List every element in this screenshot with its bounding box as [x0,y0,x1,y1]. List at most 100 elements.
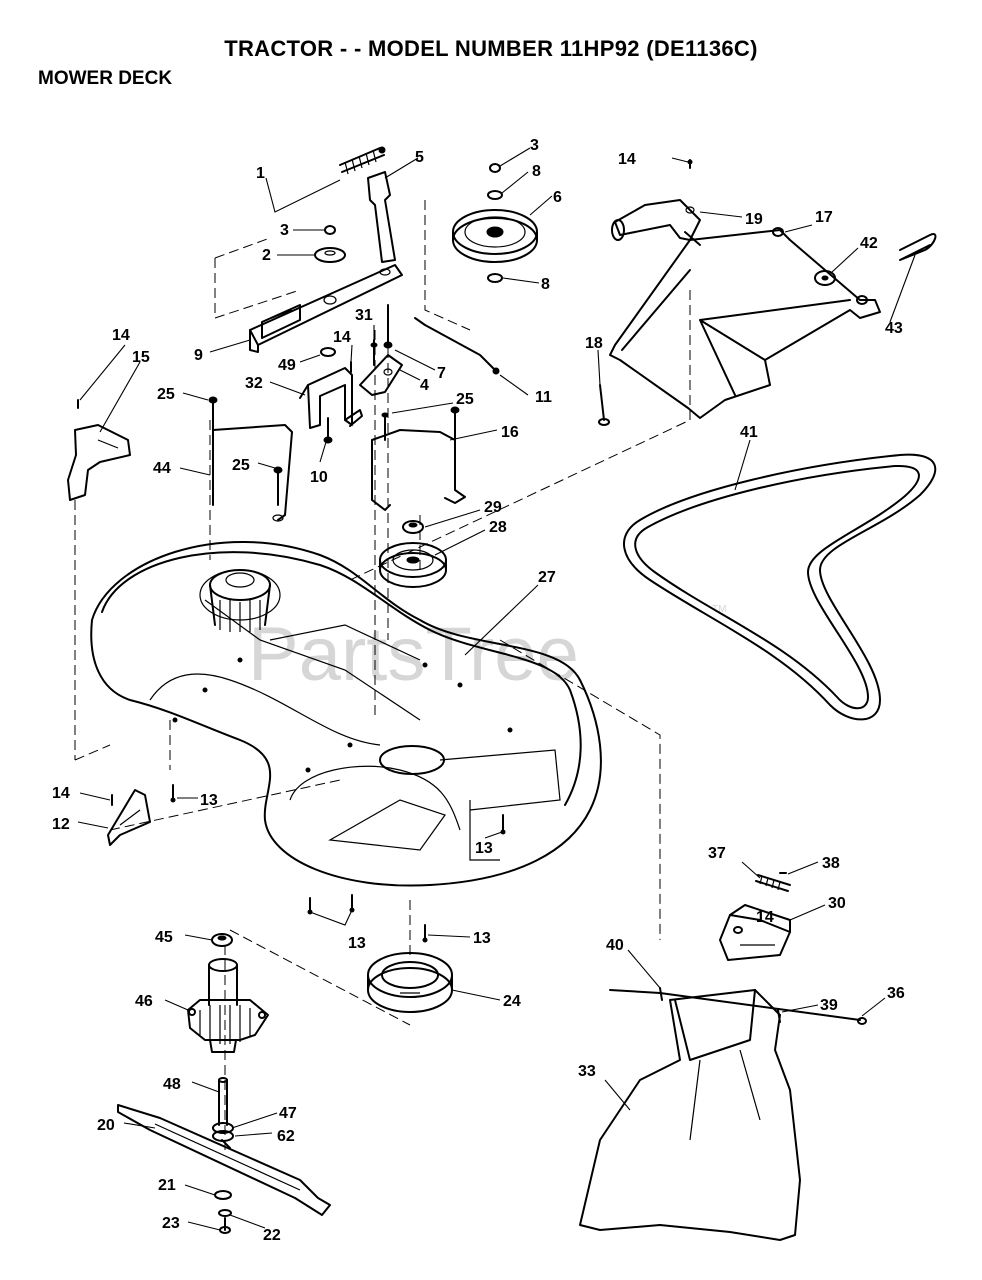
callout-18: 18 [585,335,603,352]
part-15-bracket[interactable] [67,424,131,501]
callout-46: 46 [135,993,153,1010]
part-47-62-bearing[interactable] [212,1122,234,1142]
callout-3-top: 3 [530,137,539,154]
part-16-u-bracket[interactable] [371,412,466,511]
part-8-washer-bottom[interactable] [487,273,503,283]
callout-labels: 1 2 3 3 4 5 6 7 8 8 9 10 11 12 13 13 13 … [52,137,905,1244]
callout-17: 17 [815,209,833,226]
callout-14-lower-left: 14 [52,785,70,802]
diagram-title: TRACTOR - - MODEL NUMBER 11HP92 (DE1136C… [224,36,758,61]
part-1-spring[interactable] [339,146,386,175]
callout-13-bottom-right: 13 [473,930,491,947]
part-3-nut-top[interactable] [489,163,501,173]
callout-6: 6 [553,189,562,206]
callout-14-mid: 14 [333,329,351,346]
part-44-rod-bracket[interactable] [212,424,293,522]
callout-25-left: 25 [157,386,175,403]
part-46-spindle-housing[interactable] [187,958,269,1053]
part-25-bolt-right[interactable] [450,406,460,441]
callout-22: 22 [263,1227,281,1244]
callout-7: 7 [437,365,446,382]
callout-3-left: 3 [280,222,289,239]
part-33-grass-bag[interactable] [579,989,801,1241]
callout-23: 23 [162,1215,180,1232]
part-24-spacer-ring[interactable] [367,952,453,1013]
part-13-screw-right[interactable] [500,814,506,835]
callout-42: 42 [860,235,878,252]
part-11-rod[interactable] [414,317,500,375]
part-7-bolt[interactable] [383,304,393,349]
part-8-washer-top[interactable] [487,190,503,200]
part-36-hinge-rod[interactable] [609,989,867,1025]
callout-20: 20 [97,1117,115,1134]
part-5-idler-arm[interactable] [367,171,396,263]
callout-5: 5 [415,149,424,166]
part-12-bracket[interactable] [107,789,151,846]
callout-44: 44 [153,460,171,477]
callout-45: 45 [155,929,173,946]
watermark-trademark: TM [712,604,726,615]
part-19-bracket[interactable] [611,199,701,246]
part-49-washer[interactable] [320,347,336,357]
callout-62: 62 [277,1128,295,1145]
watermark: PartsTree [248,612,579,697]
part-18-pin[interactable] [598,384,610,426]
callout-37: 37 [708,845,726,862]
callout-36: 36 [887,985,905,1002]
part-3-nut-upper-left[interactable] [324,225,336,235]
deck-spindle-assembly [209,569,271,632]
part-25-bolt-middle[interactable] [273,466,283,506]
part-13-screw-bottom-pair[interactable] [307,894,355,915]
part-20-blade[interactable] [117,1104,331,1216]
callout-49: 49 [278,357,296,374]
callout-21: 21 [158,1177,176,1194]
part-13-screw-bottom-right[interactable] [422,924,428,943]
part-4-bracket[interactable] [359,354,403,396]
callout-39: 39 [820,997,838,1014]
part-45-nut[interactable] [211,933,233,947]
part-2-washer[interactable] [314,247,346,263]
part-37-spring[interactable] [755,874,791,892]
part-17-lift-frame[interactable] [609,227,881,419]
callout-13-right: 13 [475,840,493,857]
part-32-bracket[interactable] [299,367,363,429]
part-21-washer[interactable] [214,1190,232,1200]
part-43-hairpin-clip[interactable] [899,233,937,261]
callout-40: 40 [606,937,624,954]
part-22-lockwasher[interactable] [218,1209,232,1217]
part-14-screw-top-right[interactable] [687,159,693,169]
part-6-idler-pulley[interactable] [452,209,538,263]
callout-8-bottom: 8 [541,276,550,293]
callout-25-middle: 25 [232,457,250,474]
part-9-bracket-plate[interactable] [249,264,403,353]
part-41-v-belt[interactable] [623,453,937,721]
callout-14-top-right: 14 [618,151,636,168]
callout-13-left: 13 [200,792,218,809]
part-30-chute-bracket[interactable] [719,904,791,961]
callout-15: 15 [132,349,150,366]
part-23-bolt[interactable] [219,1217,231,1234]
part-31-bolt[interactable] [370,339,378,366]
callout-41: 41 [740,424,758,441]
callout-29: 29 [484,499,502,516]
callout-30: 30 [828,895,846,912]
part-27-mower-deck[interactable] [90,541,602,887]
part-42-washer[interactable] [814,270,836,286]
callout-11: 11 [535,389,552,406]
callout-8-top: 8 [532,163,541,180]
callout-12: 12 [52,816,70,833]
part-29-nut[interactable] [402,520,424,534]
part-28-pulley[interactable] [379,542,447,588]
callout-32: 32 [245,375,263,392]
callout-14-chute: 14 [756,909,774,926]
part-10-bolt[interactable] [323,417,333,444]
part-25-bolt-left[interactable] [208,396,218,431]
part-13-screw-left[interactable] [170,784,176,803]
part-14-nut-chute[interactable] [733,926,743,934]
diagram-subtitle: MOWER DECK [38,68,173,89]
callout-14-left: 14 [112,327,130,344]
part-48-spindle-shaft[interactable] [218,1077,228,1126]
callout-1: 1 [256,165,265,182]
callout-9: 9 [194,347,203,364]
callout-4: 4 [420,377,429,394]
